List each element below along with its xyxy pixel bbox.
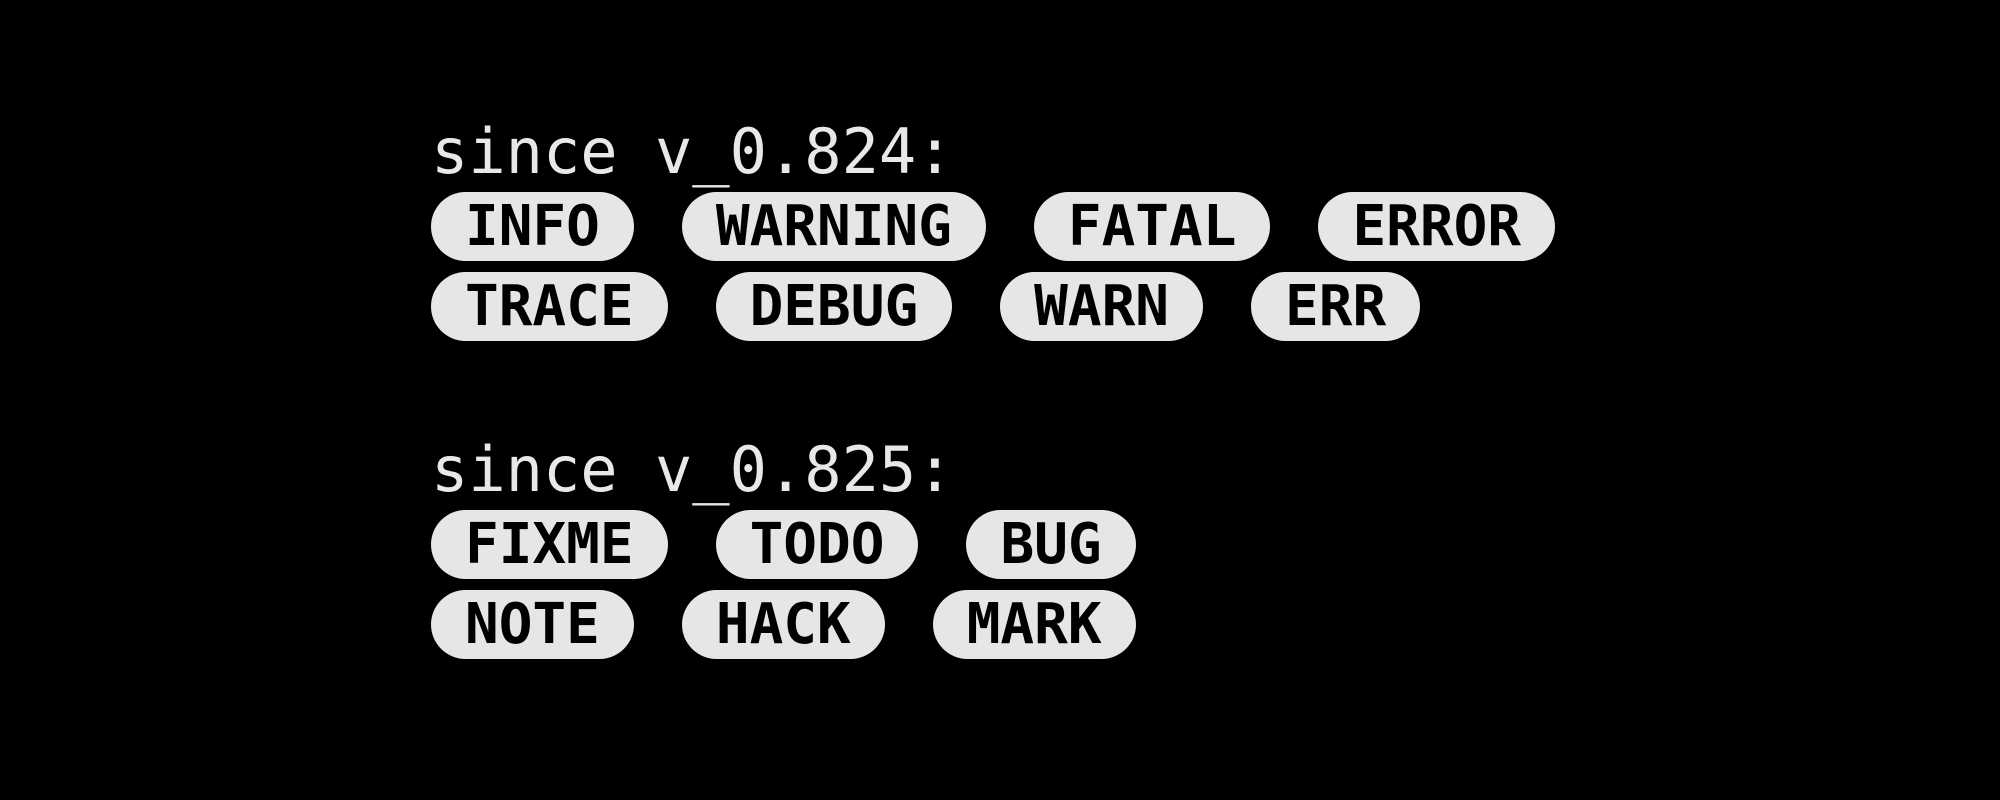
tag-mark: MARK: [932, 590, 1136, 659]
tag-bug: BUG: [966, 510, 1136, 579]
tag-row: TRACE DEBUG WARN ERR: [431, 272, 1555, 341]
tag-note: NOTE: [431, 590, 634, 659]
section-heading: since v_0.825:: [431, 433, 954, 506]
tag-fixme: FIXME: [431, 510, 668, 579]
log-level-section-0824: since v_0.824: INFO WARNING FATAL ERROR …: [431, 112, 1556, 341]
tag-row: FIXME TODO BUG: [431, 510, 1136, 579]
tag-warning: WARNING: [681, 192, 986, 261]
tag-error: ERROR: [1318, 192, 1556, 261]
section-heading: since v_0.824:: [431, 115, 954, 188]
tag-info: INFO: [431, 192, 634, 261]
tag-row: INFO WARNING FATAL ERROR: [431, 192, 1556, 261]
log-level-section-0825: since v_0.825: FIXME TODO BUG NOTE HACK …: [431, 430, 1136, 659]
tag-row: NOTE HACK MARK: [431, 590, 1136, 659]
tag-fatal: FATAL: [1033, 192, 1271, 261]
tag-warn: WARN: [1000, 272, 1204, 341]
tag-debug: DEBUG: [715, 272, 953, 341]
tag-hack: HACK: [681, 590, 885, 659]
tag-todo: TODO: [715, 510, 919, 579]
tag-trace: TRACE: [431, 272, 668, 341]
tag-err: ERR: [1251, 272, 1421, 341]
